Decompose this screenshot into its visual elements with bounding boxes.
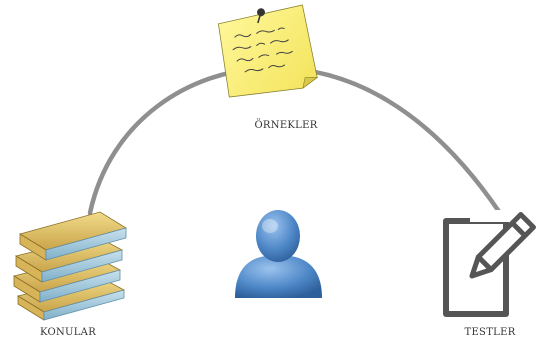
examples-label: ÖRNEKLER: [254, 120, 318, 131]
topics-label: KONULAR: [39, 327, 97, 338]
book-stack-icon: [12, 211, 127, 321]
user-icon: [235, 210, 322, 298]
sticky-note-icon: [217, 4, 319, 98]
cycle-arc: [87, 65, 503, 216]
pencil-edit-icon: [443, 210, 536, 317]
tests-label: TESTLER: [464, 327, 516, 338]
